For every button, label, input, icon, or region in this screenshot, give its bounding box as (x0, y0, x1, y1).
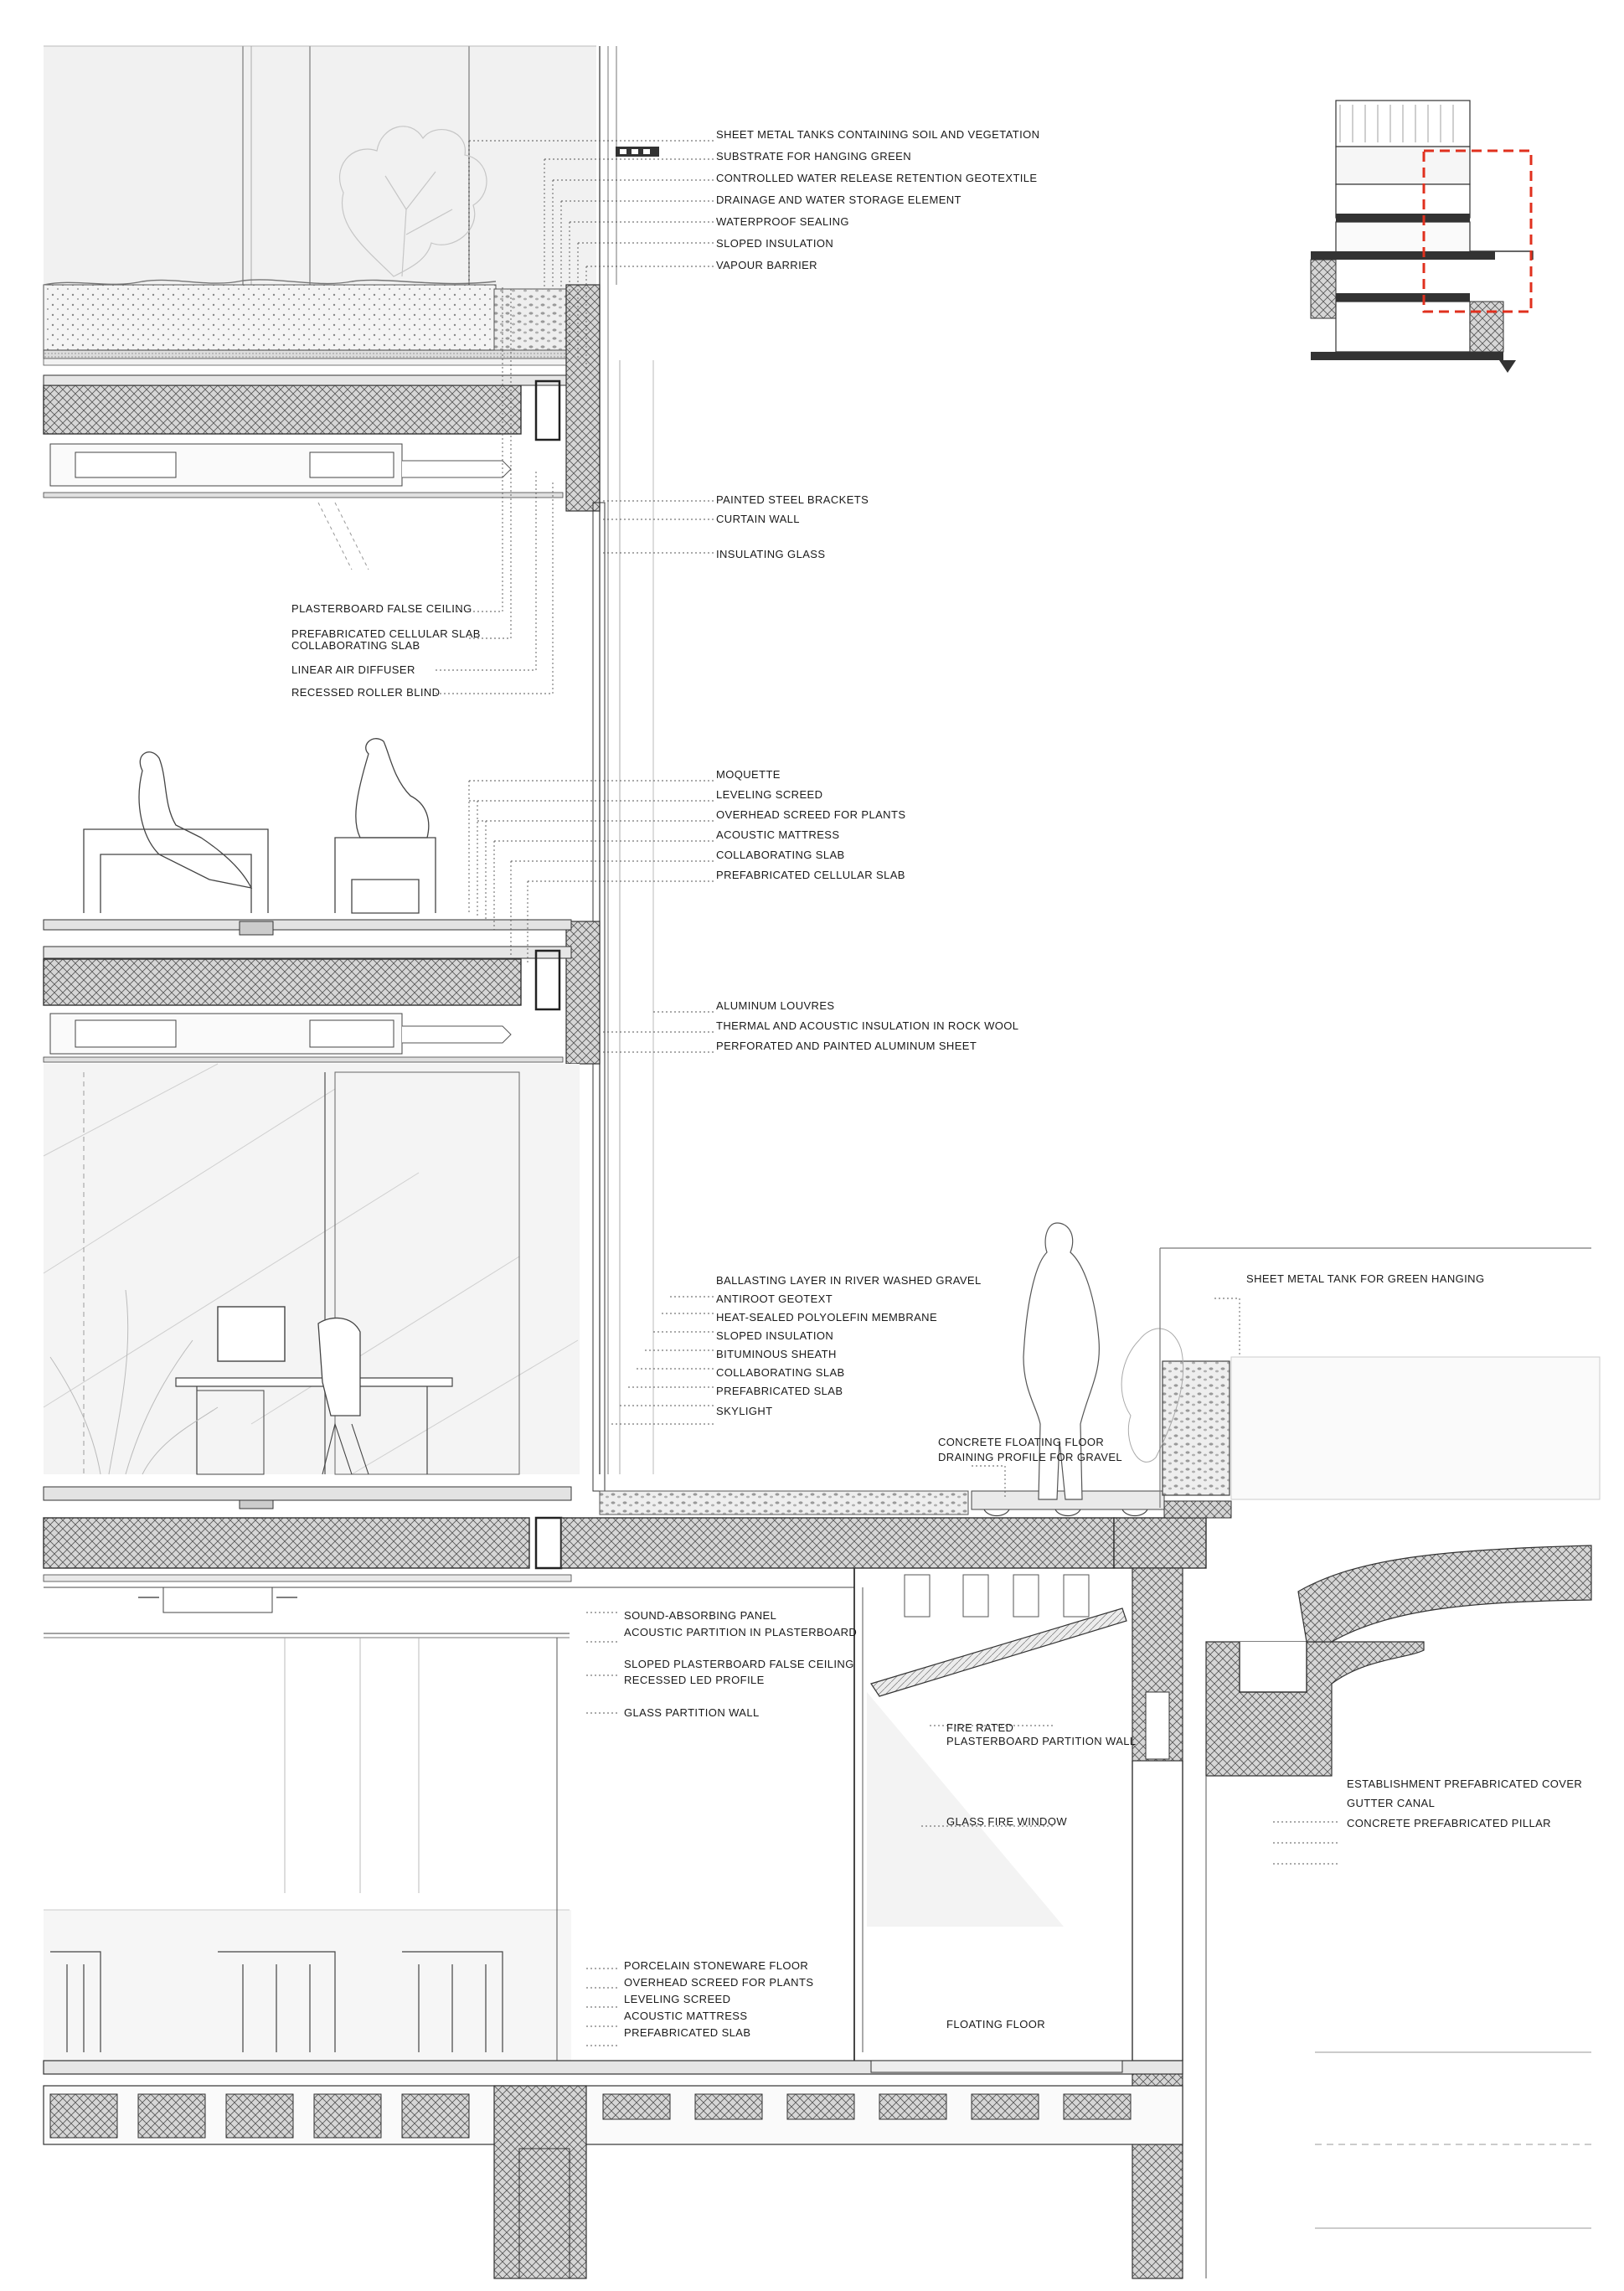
lower-ceiling (44, 1568, 1127, 2061)
label-waterproof: WATERPROOF SEALING (716, 215, 849, 228)
label-glass-partition-wall: GLASS PARTITION WALL (624, 1706, 760, 1719)
label-perforated-sheet: PERFORATED AND PAINTED ALUMINUM SHEET (716, 1040, 977, 1052)
label-ballasting-layer: BALLASTING LAYER IN RIVER WASHED GRAVEL (716, 1274, 982, 1287)
label-recessed-led: RECESSED LED PROFILE (624, 1674, 765, 1686)
label-sloped-insulation: SLOPED INSULATION (716, 237, 834, 250)
slab-level-1 (43, 374, 572, 570)
label-fire-rated: FIRE RATED (946, 1721, 1014, 1734)
dining-area (44, 1638, 571, 2061)
label-sound-absorbing-panel: SOUND-ABSORBING PANEL (624, 1609, 777, 1622)
label-acoustic-mattress-ground: ACOUSTIC MATTRESS (624, 2010, 748, 2022)
label-bituminous-sheath: BITUMINOUS SHEATH (716, 1348, 837, 1360)
label-sloped-insulation-terrace: SLOPED INSULATION (716, 1329, 834, 1342)
fire-rated-wall (1132, 1567, 1183, 2279)
ground-slab (43, 2060, 1183, 2279)
label-leveling-screed-ground: LEVELING SCREED (624, 1993, 731, 2005)
leader-lines (436, 140, 1340, 2046)
label-concrete-floating-floor: CONCRETE FLOATING FLOOR (938, 1436, 1105, 1448)
label-collaborating-slab-terrace: COLLABORATING SLAB (716, 1366, 845, 1379)
upper-roof-green (43, 279, 572, 366)
label-floating-floor: FLOATING FLOOR (946, 2018, 1046, 2030)
label-draining-profile: DRAINING PROFILE FOR GRAVEL (938, 1451, 1123, 1463)
label-vapour-barrier: VAPOUR BARRIER (716, 259, 817, 271)
label-skylight: SKYLIGHT (716, 1405, 773, 1417)
label-plasterboard-false-ceiling: PLASTERBOARD FALSE CEILING (291, 602, 472, 615)
office-level (43, 1063, 580, 1509)
label-prefab-pillar: CONCRETE PREFABRICATED PILLAR (1347, 1817, 1551, 1829)
label-porcelain-floor: PORCELAIN STONEWARE FLOOR (624, 1959, 809, 1972)
label-rock-wool: THERMAL AND ACOUSTIC INSULATION IN ROCK … (716, 1019, 1019, 1032)
label-recessed-roller-blind: RECESSED ROLLER BLIND (291, 686, 441, 699)
label-insulating-glass: INSULATING GLASS (716, 548, 826, 560)
label-steel-brackets: PAINTED STEEL BRACKETS (716, 493, 869, 506)
label-prefab-slab-terrace: PREFABRICATED SLAB (716, 1385, 843, 1397)
leader-stubs (468, 141, 587, 963)
label-overhead-screed-upper: OVERHEAD SCREED FOR PLANTS (716, 808, 906, 821)
key-plan (1310, 100, 1534, 373)
label-curtain-wall: CURTAIN WALL (716, 513, 800, 525)
label-polyolefin-membrane: HEAT-SEALED POLYOLEFIN MEMBRANE (716, 1311, 938, 1324)
facade-wall (565, 46, 659, 1492)
label-prefab-cellular-slab-floor: PREFABRICATED CELLULAR SLAB (716, 869, 905, 881)
label-antiroot-geotext: ANTIROOT GEOTEXT (716, 1293, 833, 1305)
terrace (599, 1222, 1601, 1519)
label-prefab-cover: ESTABLISHMENT PREFABRICATED COVER (1347, 1778, 1583, 1790)
label-glass-fire-window: GLASS FIRE WINDOW (946, 1815, 1068, 1828)
label-prefab-cellular-slab: PREFABRICATED CELLULAR SLAB (291, 627, 481, 640)
label-green-tank: SHEET METAL TANK FOR GREEN HANGING (1246, 1272, 1485, 1285)
slab-level-3 (43, 1486, 1207, 1588)
label-sloped-false-ceiling: SLOPED PLASTERBOARD FALSE CEILING (624, 1658, 854, 1670)
label-sheet-metal-tanks: SHEET METAL TANKS CONTAINING SOIL AND VE… (716, 128, 1040, 141)
label-geotextile: CONTROLLED WATER RELEASE RETENTION GEOTE… (716, 172, 1038, 184)
gutter-canal (1205, 1545, 1592, 2278)
label-prefab-slab-ground: PREFABRICATED SLAB (624, 2026, 751, 2039)
label-substrate: SUBSTRATE FOR HANGING GREEN (716, 150, 912, 163)
lounge-floor (43, 919, 572, 936)
label-gutter-canal: GUTTER CANAL (1347, 1797, 1436, 1809)
label-leveling-screed-upper: LEVELING SCREED (716, 788, 823, 801)
label-plasterboard-partition: PLASTERBOARD PARTITION WALL (946, 1735, 1137, 1747)
label-aluminum-louvres: ALUMINUM LOUVRES (716, 999, 835, 1012)
label-collaborating-slab-upper: COLLABORATING SLAB (291, 639, 420, 652)
label-moquette: MOQUETTE (716, 768, 781, 781)
label-drainage: DRAINAGE AND WATER STORAGE ELEMENT (716, 193, 962, 206)
label-linear-air-diffuser: LINEAR AIR DIFFUSER (291, 663, 415, 676)
label-collaborating-slab-floor: COLLABORATING SLAB (716, 849, 845, 861)
tree-outline (338, 126, 487, 277)
upper-glass-area (44, 45, 596, 289)
label-acoustic-partition: ACOUSTIC PARTITION IN PLASTERBOARD (624, 1626, 858, 1638)
label-overhead-screed-ground: OVERHEAD SCREED FOR PLANTS (624, 1976, 814, 1989)
slab-level-2 (43, 946, 572, 1063)
lounge-furniture (83, 738, 436, 914)
label-acoustic-mattress-upper: ACOUSTIC MATTRESS (716, 828, 840, 841)
